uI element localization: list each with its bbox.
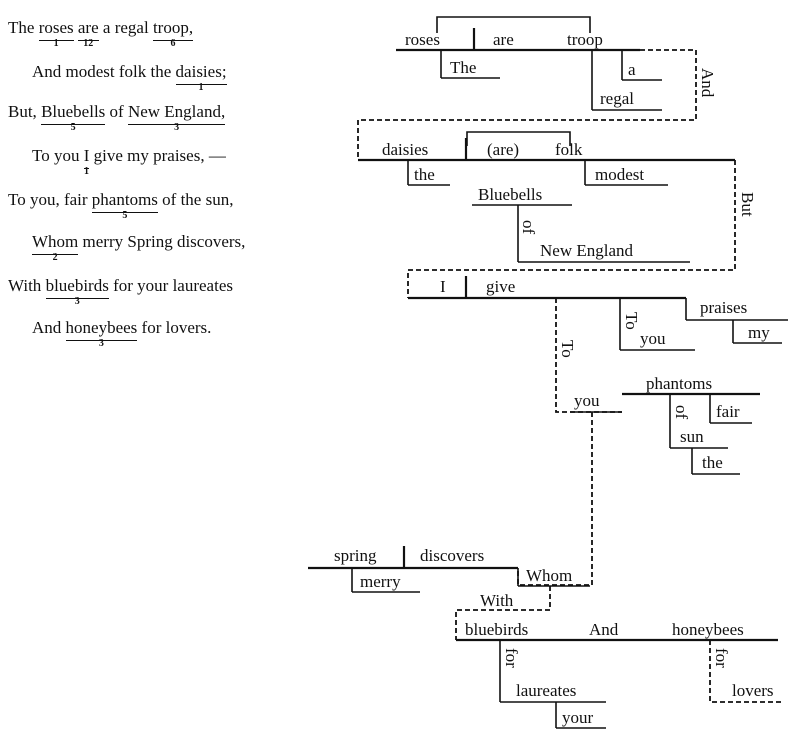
word-number: 3 bbox=[98, 338, 104, 349]
clause-i-give-praises: I give praises my To you bbox=[408, 276, 788, 413]
word-my: my bbox=[748, 323, 770, 342]
phrase-to-you-phantoms: To you phantoms fair of sun the bbox=[517, 340, 760, 586]
word-number: 1 bbox=[198, 82, 204, 93]
word-the-2: the bbox=[414, 165, 435, 184]
word-number: 2 bbox=[52, 252, 58, 263]
poem-text-span: of the sun, bbox=[157, 190, 234, 209]
poem-text-span: To you, fair bbox=[8, 190, 92, 209]
word-merry: merry bbox=[360, 572, 401, 591]
word-laureates: laureates bbox=[516, 681, 576, 700]
underlined-word: troop,6 bbox=[152, 18, 194, 49]
word-number: 1 bbox=[84, 166, 90, 177]
poem-text-span: And modest folk the bbox=[32, 62, 176, 81]
poem-text-span: The bbox=[8, 18, 39, 37]
word-bluebirds: bluebirds bbox=[465, 620, 528, 639]
conj-but: But bbox=[738, 192, 757, 217]
word-number: 6 bbox=[170, 38, 176, 49]
poem-text-span: But, bbox=[8, 102, 42, 121]
word-praises: praises bbox=[700, 298, 747, 317]
word-you-2: you bbox=[574, 391, 600, 410]
poem-text-span: give my praises, — bbox=[89, 146, 226, 165]
word-lovers: lovers bbox=[732, 681, 774, 700]
clause-roses-are-troop: roses are troop The a regal And bbox=[357, 16, 717, 160]
clause-spring-discovers: spring discovers merry Whom With bluebir… bbox=[308, 546, 782, 729]
word-number: 12 bbox=[83, 38, 94, 49]
poem-line: And modest folk the daisies;1 bbox=[32, 62, 227, 93]
word-sun: sun bbox=[680, 427, 704, 446]
poem-text-span: of bbox=[105, 102, 128, 121]
prep-of-2: of bbox=[672, 405, 691, 420]
word-bluebells: Bluebells bbox=[478, 185, 542, 204]
poem-text-span: To you bbox=[32, 146, 84, 165]
word-spring: spring bbox=[334, 546, 377, 565]
word-are-implied: (are) bbox=[487, 140, 519, 159]
word-whom: Whom bbox=[526, 566, 572, 585]
word-folk: folk bbox=[555, 140, 583, 159]
word-number: 5 bbox=[70, 122, 76, 133]
word-fair: fair bbox=[716, 402, 740, 421]
word-the-1: The bbox=[450, 58, 476, 77]
word-your: your bbox=[562, 708, 594, 727]
word-honeybees: honeybees bbox=[672, 620, 744, 639]
poem-text-span: And bbox=[32, 318, 66, 337]
poem-text-span: for lovers. bbox=[137, 318, 212, 337]
word-number: 5 bbox=[122, 210, 128, 221]
word-number: 3 bbox=[174, 122, 180, 133]
word-are: are bbox=[493, 30, 514, 49]
prep-for-2: for bbox=[712, 648, 731, 668]
word-modest: modest bbox=[595, 165, 644, 184]
phrase-bluebells: Bluebells of New England bbox=[478, 185, 634, 260]
poem-text-span: a regal bbox=[98, 18, 153, 37]
word-a: a bbox=[628, 60, 636, 79]
underlined-word: New England,3 bbox=[127, 102, 226, 133]
prep-for-1: for bbox=[502, 648, 521, 668]
conj-and-2: And bbox=[589, 620, 619, 639]
clause-daisies-are-folk: daisies (are) folk the modest But bbox=[358, 131, 757, 298]
poem-text-span: for your laureates bbox=[108, 276, 233, 295]
prep-to-2: To bbox=[558, 340, 577, 358]
word-troop: troop bbox=[567, 30, 603, 49]
prep-with: With bbox=[480, 591, 514, 610]
word-daisies: daisies bbox=[382, 140, 428, 159]
prep-to-1: To bbox=[622, 312, 641, 330]
poem-text-span: With bbox=[8, 276, 46, 295]
word-phantoms: phantoms bbox=[646, 374, 712, 393]
conj-and-1: And bbox=[698, 68, 717, 98]
word-new-england: New England bbox=[540, 241, 634, 260]
word-number: 3 bbox=[74, 296, 80, 307]
word-the-3: the bbox=[702, 453, 723, 472]
word-number: 1 bbox=[53, 38, 59, 49]
word-i: I bbox=[440, 277, 446, 296]
word-you-1: you bbox=[640, 329, 666, 348]
word-regal: regal bbox=[600, 89, 634, 108]
prep-of-1: of bbox=[519, 220, 538, 235]
word-roses: roses bbox=[405, 30, 440, 49]
word-give: give bbox=[486, 277, 515, 296]
word-discovers: discovers bbox=[420, 546, 484, 565]
poem-text-span: merry Spring discovers, bbox=[78, 232, 246, 251]
underlined-word: daisies;1 bbox=[175, 62, 227, 93]
